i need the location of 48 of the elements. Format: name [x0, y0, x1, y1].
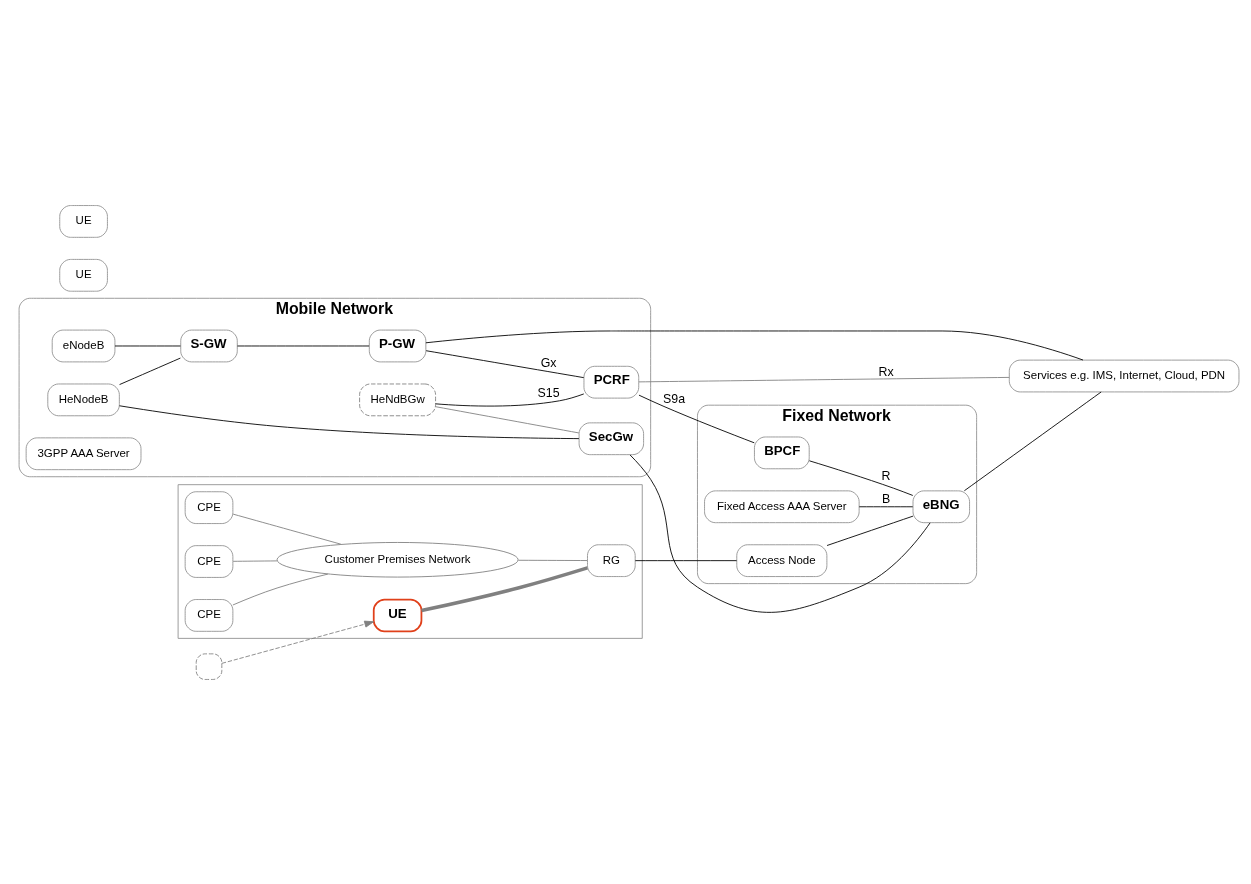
- connector: [232, 559, 278, 562]
- arrow: [221, 620, 375, 664]
- node-box: Access Node: [736, 543, 828, 577]
- node-box: P-GW: [368, 329, 427, 362]
- connector: [435, 393, 585, 406]
- connector: [425, 349, 585, 378]
- node-box: Services e.g. IMS, Internet, Cloud, PDN: [1008, 359, 1240, 392]
- node-box: CPE: [184, 598, 234, 632]
- edge-label: B: [881, 491, 891, 506]
- connector: [232, 513, 342, 545]
- connector: [808, 459, 914, 496]
- node-box: SecGw: [578, 421, 645, 455]
- connector: [629, 454, 931, 613]
- cluster: [177, 483, 643, 639]
- node-box: eNodeB: [51, 329, 116, 362]
- connector: [634, 559, 738, 561]
- connector: [425, 330, 1084, 360]
- edge-label: S15: [537, 385, 560, 400]
- node-box: 3GPP AAA Server: [25, 436, 142, 470]
- node-box: Fixed Access AAA Server: [704, 489, 860, 523]
- connector: [638, 376, 1010, 382]
- node-box: CPE: [184, 544, 234, 578]
- connector: [517, 559, 588, 561]
- node-box: UE: [372, 598, 423, 632]
- connector: [826, 515, 914, 546]
- node-box: HeNodeB: [47, 383, 120, 416]
- edge-label: Gx: [540, 355, 557, 370]
- node-box: S-GW: [180, 329, 238, 362]
- connector: [232, 573, 329, 605]
- connector: [638, 394, 755, 443]
- connector: [119, 357, 181, 385]
- node-box: CPE: [184, 490, 234, 524]
- node-box: UE: [59, 258, 108, 292]
- node-box: PCRF: [583, 365, 640, 399]
- node-box: [195, 652, 223, 680]
- node-box: RG: [587, 543, 636, 577]
- node-box: eBNG: [912, 489, 970, 523]
- edge-label: S9a: [663, 391, 686, 406]
- node-box: HeNdBGw: [359, 383, 436, 416]
- connector: [421, 565, 588, 612]
- node-box: UE: [59, 204, 108, 238]
- node-box: BPCF: [754, 436, 810, 469]
- edge-label: R: [881, 468, 891, 483]
- edge-label: Rx: [878, 364, 894, 379]
- connector: [435, 405, 580, 433]
- connector: [119, 404, 580, 439]
- connector: [963, 391, 1102, 491]
- node-ellipse: Customer Premises Network: [276, 541, 519, 578]
